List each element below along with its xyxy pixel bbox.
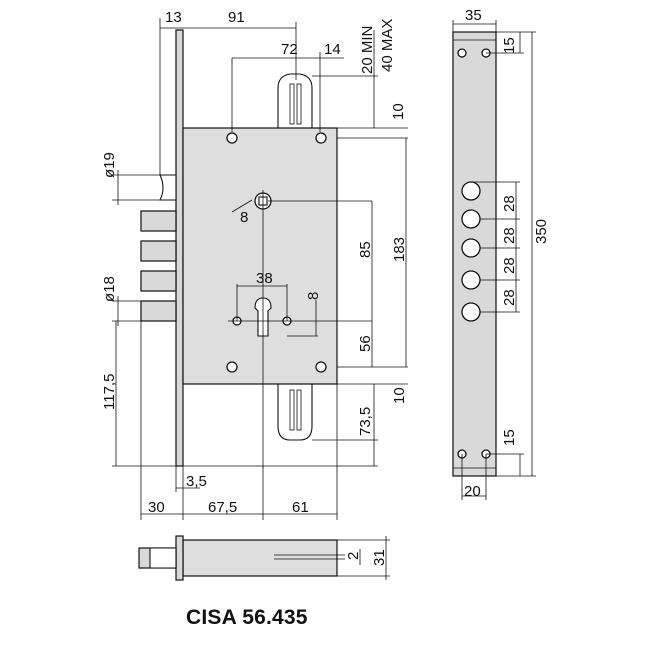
side-bolt-hole [461, 209, 481, 229]
dim-13: 13 [165, 9, 182, 26]
dimension-lines [112, 18, 408, 520]
side-bolt [140, 210, 177, 232]
dim-10-bottom: 10 [391, 387, 408, 404]
dim-d18: ø18 [101, 276, 118, 302]
lock-front-view [140, 29, 372, 468]
lock-bottom-view [138, 535, 390, 581]
dim-14: 14 [324, 41, 341, 58]
faceplate [175, 29, 184, 467]
mount-hole [226, 361, 238, 373]
dim-73-5: 73,5 [357, 407, 374, 436]
dim-61: 61 [292, 499, 309, 516]
dim-72: 72 [281, 41, 298, 58]
dim-side-28a: 28 [501, 195, 518, 212]
dim-side-28d: 28 [501, 289, 518, 306]
dim-d19: ø19 [101, 152, 118, 178]
bottom-bolt [277, 383, 313, 441]
dim-bottom-31: 31 [371, 549, 388, 566]
dim-8: 8 [305, 292, 322, 300]
dim-side-28b: 28 [501, 227, 518, 244]
dim-side-20: 20 [464, 483, 481, 500]
top-bolt-slot [289, 83, 295, 125]
dim-3-5: 3,5 [186, 473, 207, 490]
side-bolt [140, 240, 177, 262]
side-bolt [140, 300, 177, 322]
side-bolt [140, 270, 177, 292]
mount-hole [315, 132, 327, 144]
bottom-latch-end [149, 547, 177, 569]
dim-10-top: 10 [390, 103, 407, 120]
dim-56: 56 [357, 335, 374, 352]
dim-side-15-top: 15 [501, 37, 518, 54]
side-bolt-hole [461, 302, 481, 322]
side-bolt-hole [461, 238, 481, 258]
dim-20min: 20 MIN [359, 26, 376, 74]
dim-side-35: 35 [465, 7, 482, 24]
top-bolt-slot-2 [296, 83, 302, 125]
mount-hole [315, 361, 327, 373]
lock-side-view [452, 20, 536, 500]
bottom-case [182, 539, 338, 577]
dim-side-28c: 28 [501, 257, 518, 274]
dim-67-5: 67,5 [208, 499, 237, 516]
bottom-faceplate [175, 535, 184, 581]
dim-117-5: 117,5 [101, 374, 118, 410]
dim-side-15-bottom: 15 [501, 429, 518, 446]
side-mount-hole [457, 48, 467, 58]
dim-91: 91 [228, 9, 245, 26]
dim-bottom-2: 2 [345, 552, 362, 560]
dim-side-350: 350 [533, 219, 550, 244]
bottom-bolt-slot-2 [296, 389, 302, 431]
dim-183: 183 [391, 237, 408, 262]
dim-40max-num: 40 MAX [379, 19, 396, 72]
side-latch [159, 174, 177, 201]
side-bolt-hole [461, 181, 481, 201]
dimension-labels: 13 91 72 14 20 MIN 40 MAX 10 ø19 8 85 18… [101, 7, 550, 566]
mount-hole [226, 132, 238, 144]
lock-case [182, 127, 338, 385]
bottom-bolt-slot [289, 389, 295, 431]
page-title: CISA 56.435 [186, 606, 308, 629]
dim-d8: 8 [240, 209, 248, 226]
top-bolt [277, 73, 313, 129]
side-bolt-hole [461, 270, 481, 290]
dim-30: 30 [148, 499, 165, 516]
dim-38: 38 [256, 270, 273, 287]
dim-85: 85 [357, 241, 374, 258]
